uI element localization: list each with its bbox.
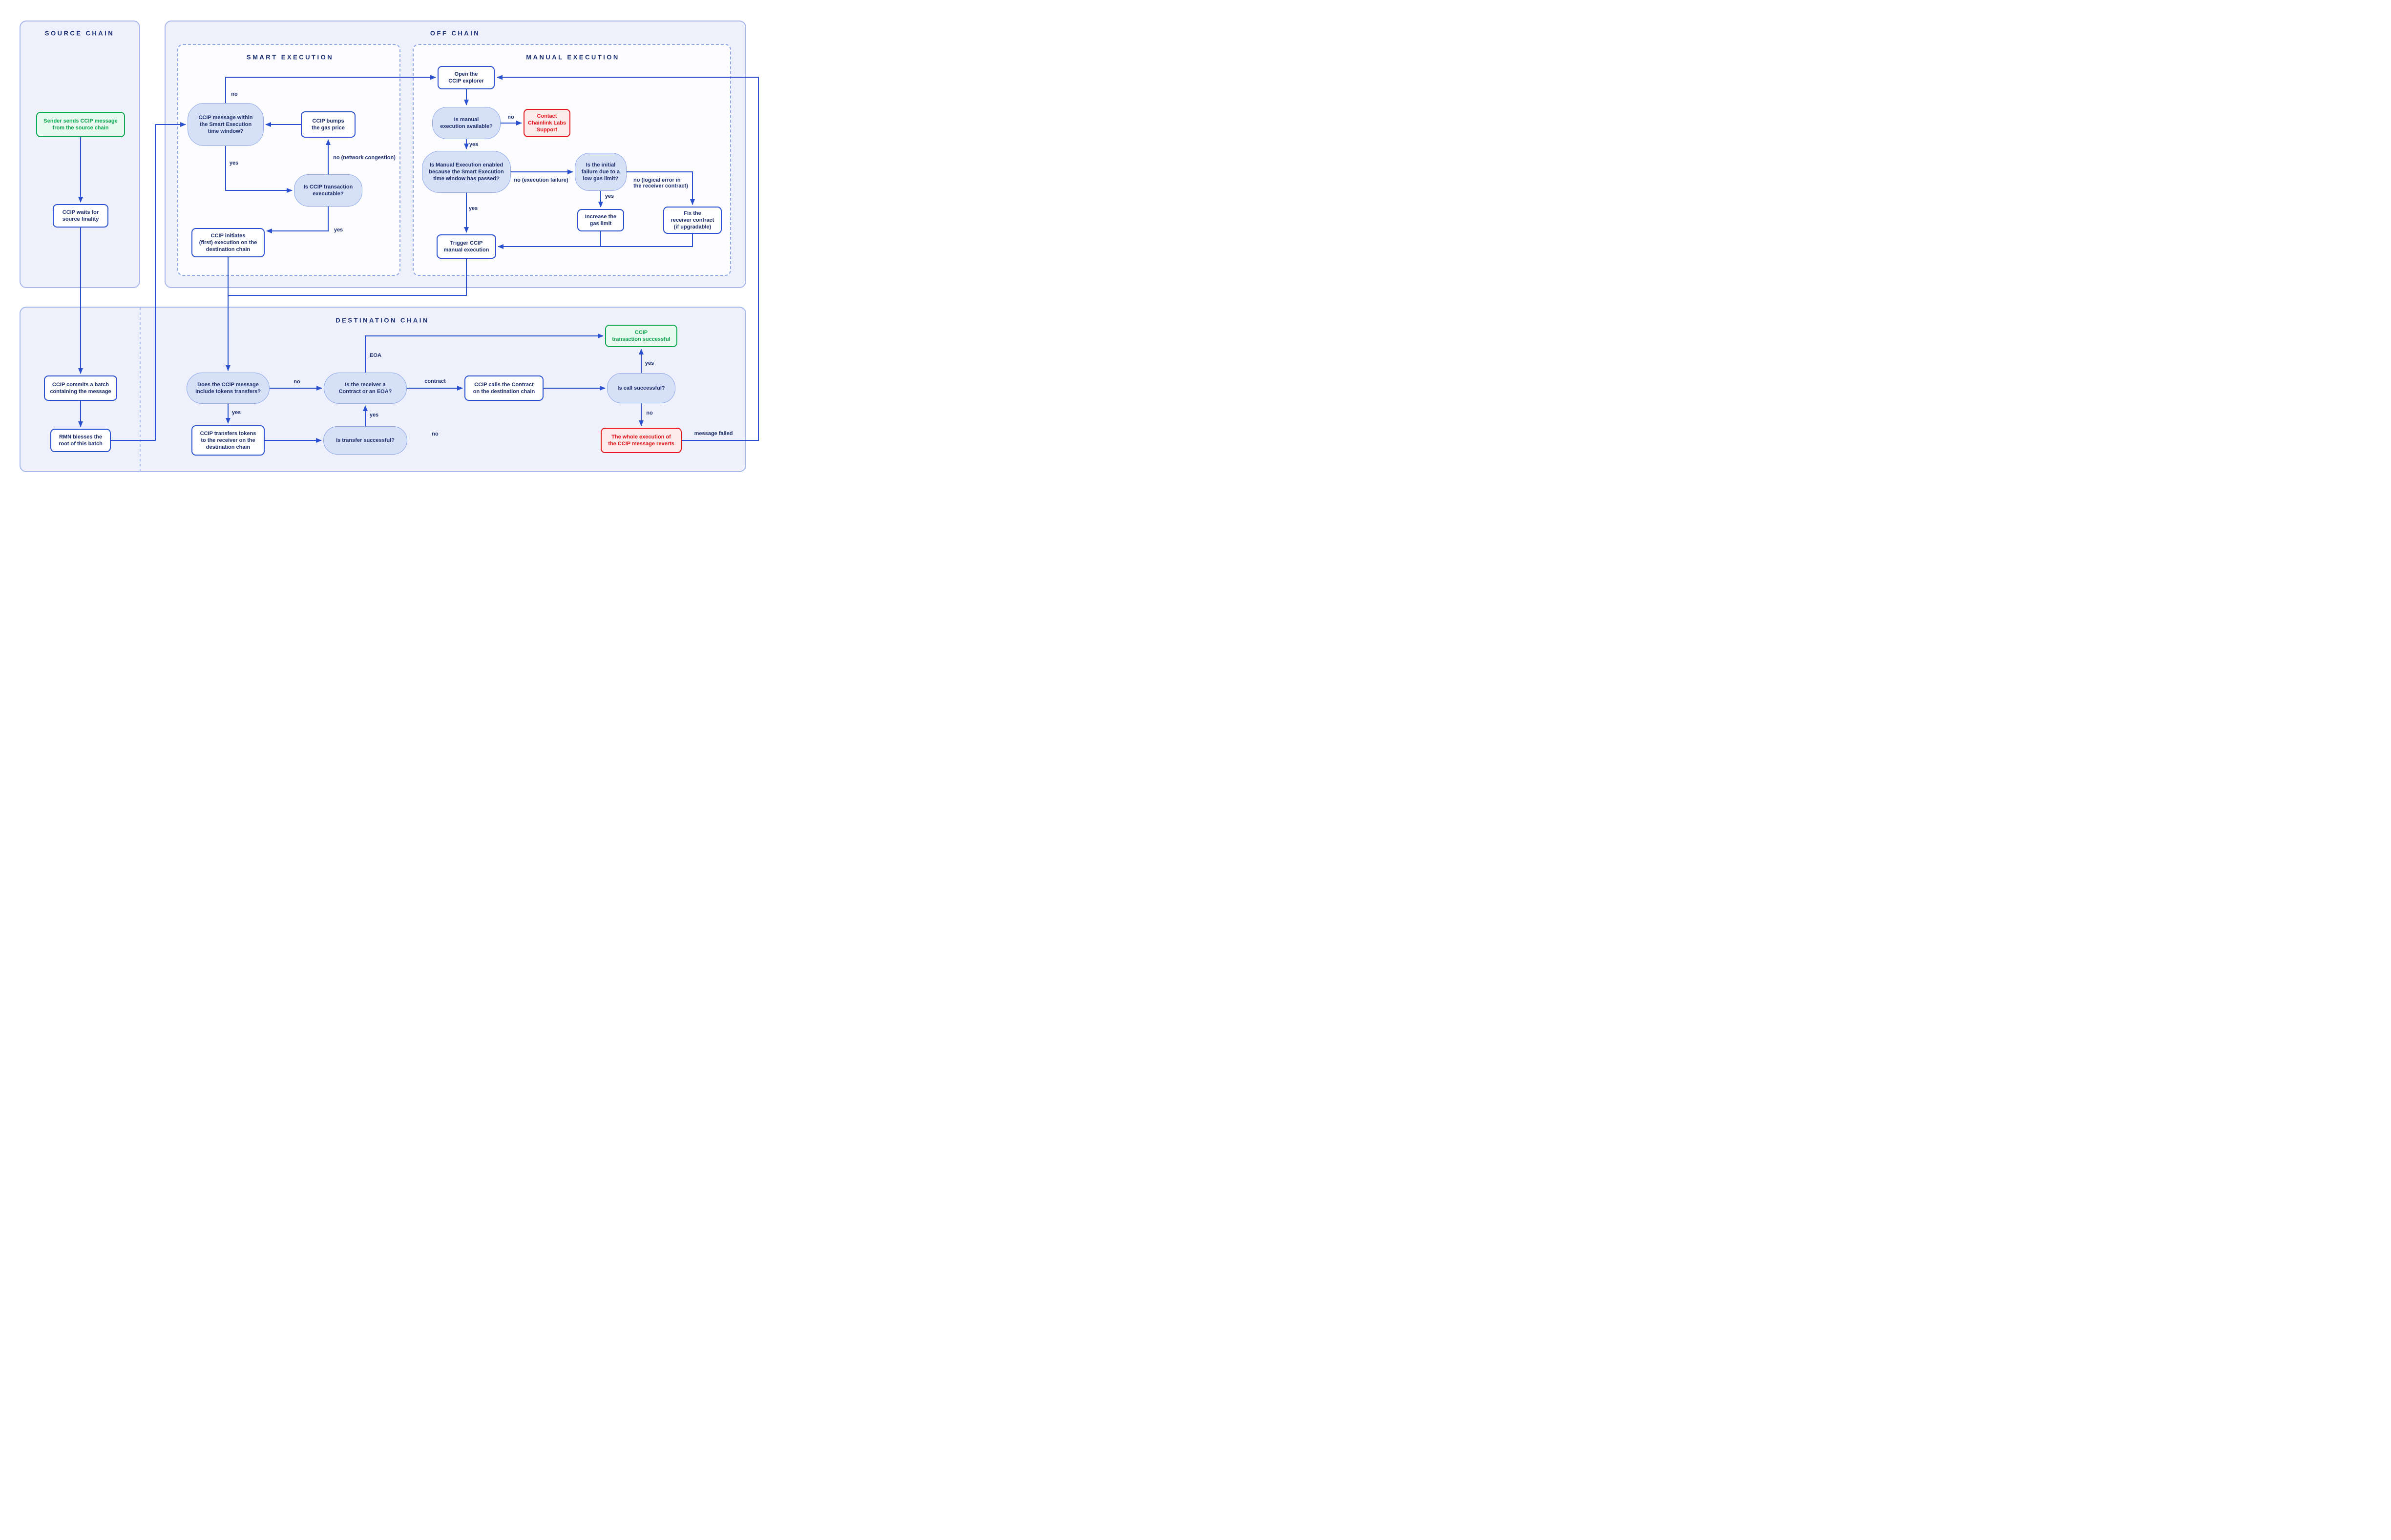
edge-label-eoa: EOA bbox=[370, 353, 381, 358]
edge-label-tokens-yes: yes bbox=[231, 410, 241, 416]
decision-manual-execution-enabled: Is Manual Execution enabled because the … bbox=[422, 151, 511, 193]
node-ccip-transaction-successful: CCIP transaction successful bbox=[605, 325, 677, 347]
node-ccip-commits-batch: CCIP commits a batch containing the mess… bbox=[44, 375, 117, 401]
edge-label-manual-enabled-yes: yes bbox=[468, 206, 478, 211]
decision-message-within-time-window: CCIP message within the Smart Execution … bbox=[188, 103, 264, 146]
node-ccip-bumps-gas-price: CCIP bumps the gas price bbox=[301, 111, 356, 138]
decision-is-transfer-successful: Is transfer successful? bbox=[323, 426, 407, 455]
node-contact-chainlink-labs-support: Contact Chainlink Labs Support bbox=[524, 109, 570, 137]
edge-label-transfer-yes: yes bbox=[369, 412, 379, 418]
decision-is-call-successful: Is call successful? bbox=[607, 373, 675, 403]
decision-receiver-contract-or-eoa: Is the receiver a Contract or an EOA? bbox=[324, 373, 407, 404]
node-whole-execution-reverts: The whole execution of the CCIP message … bbox=[601, 428, 682, 453]
edge-label-call-no: no bbox=[646, 410, 653, 416]
edge-label-message-failed: message failed bbox=[694, 431, 733, 437]
node-sender-sends-message: Sender sends CCIP message from the sourc… bbox=[36, 112, 125, 137]
node-ccip-calls-contract: CCIP calls the Contract on the destinati… bbox=[464, 375, 544, 401]
title-smart-execution: SMART EXECUTION bbox=[246, 53, 334, 61]
title-destination-chain: DESTINATION CHAIN bbox=[336, 316, 429, 324]
title-source-chain: SOURCE CHAIN bbox=[44, 29, 115, 37]
node-open-ccip-explorer: Open the CCIP explorer bbox=[438, 66, 495, 89]
node-ccip-initiates-execution: CCIP initiates (first) execution on the … bbox=[191, 228, 265, 257]
decision-is-manual-execution-available: Is manual execution available? bbox=[432, 107, 501, 139]
decision-initial-failure-low-gas: Is the initial failure due to a low gas … bbox=[575, 153, 627, 191]
edge-label-smart-yes: yes bbox=[229, 160, 239, 166]
decision-includes-token-transfers: Does the CCIP message include tokens tra… bbox=[187, 373, 270, 404]
decision-is-transaction-executable: Is CCIP transaction executable? bbox=[294, 174, 362, 207]
panel-source-chain bbox=[20, 21, 140, 288]
edge-label-logical-error: no (logical error in the receiver contra… bbox=[633, 177, 688, 189]
ccip-execution-flowchart: SOURCE CHAIN OFF CHAIN SMART EXECUTION M… bbox=[0, 0, 766, 493]
node-ccip-waits-source-finality: CCIP waits for source finality bbox=[53, 204, 108, 228]
edge-label-network-congestion: no (network congestion) bbox=[333, 155, 396, 161]
node-ccip-transfers-tokens: CCIP transfers tokens to the receiver on… bbox=[191, 425, 265, 456]
edge-label-execution-failure: no (execution failure) bbox=[514, 177, 568, 183]
node-fix-receiver-contract: Fix the receiver contract (if upgradable… bbox=[663, 207, 722, 234]
edge-label-tokens-no: no bbox=[294, 379, 300, 385]
node-rmn-blesses-root: RMN blesses the root of this batch bbox=[50, 429, 111, 452]
node-trigger-manual-execution: Trigger CCIP manual execution bbox=[437, 234, 496, 259]
edge-label-transfer-no: no bbox=[432, 431, 439, 437]
title-off-chain: OFF CHAIN bbox=[430, 29, 481, 37]
edge-label-manual-available-no: no bbox=[507, 114, 514, 120]
connector-lines bbox=[78, 75, 759, 471]
edge-label-manual-available-yes: yes bbox=[469, 142, 479, 147]
edge-label-call-yes: yes bbox=[645, 360, 654, 366]
title-manual-execution: MANUAL EXECUTION bbox=[526, 53, 620, 61]
node-increase-gas-limit: Increase the gas limit bbox=[577, 209, 624, 231]
edge-label-low-gas-yes: yes bbox=[605, 193, 614, 199]
edge-label-smart-no: no bbox=[231, 91, 238, 97]
edge-label-executable-yes: yes bbox=[334, 227, 343, 233]
edge-label-contract: contract bbox=[424, 378, 446, 384]
